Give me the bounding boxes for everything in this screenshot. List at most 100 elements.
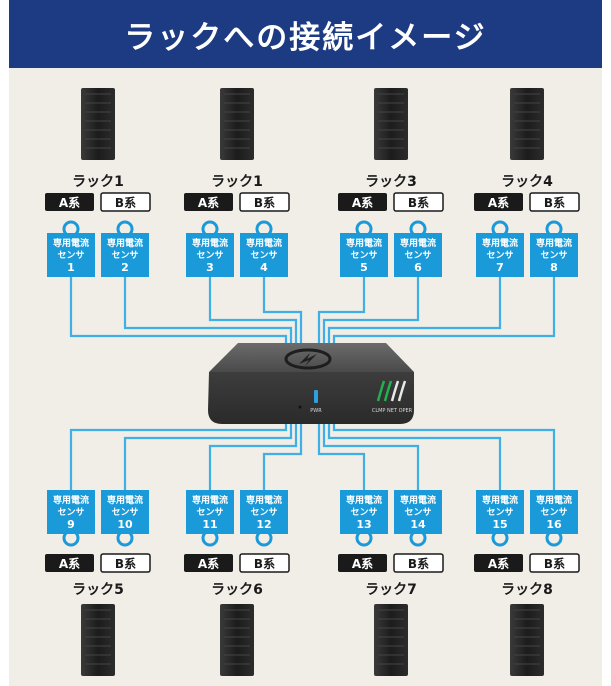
sensor-label-2: センサ xyxy=(196,507,223,518)
sensor-cable xyxy=(327,424,502,490)
bottom-rack-icon-4 xyxy=(510,604,544,676)
sensor-cable xyxy=(322,277,420,343)
sensor-label-1: 専用電流 xyxy=(400,494,436,506)
sensor-box xyxy=(476,490,524,534)
rack-name: ラック8 xyxy=(501,582,553,598)
top-rack-icon-3 xyxy=(374,88,408,160)
sensor-cable xyxy=(332,277,556,343)
sensor-number: 1 xyxy=(67,261,75,274)
sensor-label-2: センサ xyxy=(404,507,431,518)
badge-a: A系 xyxy=(45,554,94,572)
sensor-number: 15 xyxy=(492,518,507,531)
sensor-cable xyxy=(69,424,288,490)
sensor-label-2: センサ xyxy=(111,507,138,518)
badge-b: B系 xyxy=(393,553,444,573)
brand-logo-icon xyxy=(284,348,332,370)
sensor-label-1: 専用電流 xyxy=(246,237,282,249)
sensor-label-2: センサ xyxy=(540,250,567,261)
sensor-label-2: センサ xyxy=(196,250,223,261)
status-label: CLMP NET OPER xyxy=(372,408,413,414)
rack-name: ラック1 xyxy=(72,174,124,190)
badge-a: A系 xyxy=(474,554,523,572)
sensor-cable xyxy=(327,277,502,343)
monitoring-device: PWR CLMP NET OPER xyxy=(208,343,414,424)
sensor-box xyxy=(101,233,149,277)
badge-b: B系 xyxy=(239,553,290,573)
badge-a-label: A系 xyxy=(59,556,80,571)
sensor-box xyxy=(240,233,288,277)
badge-b-label: B系 xyxy=(254,556,275,571)
sensor-cable xyxy=(317,277,366,343)
top-rack-icon-4 xyxy=(510,88,544,160)
sensor-cable xyxy=(123,424,293,490)
rack-name: ラック4 xyxy=(501,174,553,190)
badge-a-label: A系 xyxy=(198,195,219,210)
badge-a: A系 xyxy=(45,193,94,211)
badge-a: A系 xyxy=(184,554,233,572)
badge-a-label: A系 xyxy=(198,556,219,571)
badge-b: B系 xyxy=(393,192,444,212)
badge-b-label: B系 xyxy=(408,556,429,571)
sensor-number: 7 xyxy=(496,261,504,274)
bottom-rack-icon-2 xyxy=(220,604,254,676)
sensor-cable xyxy=(208,424,298,490)
sensor-cable xyxy=(332,424,556,490)
sensor-label-1: 専用電流 xyxy=(53,237,89,249)
sensor-box xyxy=(47,490,95,534)
sensor-box xyxy=(530,490,578,534)
sensor-label-1: 専用電流 xyxy=(482,494,518,506)
badge-b-label: B系 xyxy=(544,556,565,571)
sensor-cable xyxy=(317,424,366,490)
sensor-label-2: センサ xyxy=(540,507,567,518)
sensor-box xyxy=(186,490,234,534)
badge-a-label: A系 xyxy=(59,195,80,210)
sensor-cable xyxy=(262,277,303,343)
badge-a-label: A系 xyxy=(352,556,373,571)
sensor-label-2: センサ xyxy=(404,250,431,261)
sensor-box xyxy=(47,233,95,277)
rack-name: ラック3 xyxy=(365,174,417,190)
reset-button-icon xyxy=(298,405,302,409)
sensor-label-2: センサ xyxy=(57,507,84,518)
sensor-number: 5 xyxy=(360,261,368,274)
page-title: ラックへの接続イメージ xyxy=(124,19,487,56)
sensor-label-1: 専用電流 xyxy=(107,237,143,249)
sensor-cable xyxy=(208,277,298,343)
sensor-box xyxy=(340,490,388,534)
badge-b-label: B系 xyxy=(254,195,275,210)
top-rack-icon-2 xyxy=(220,88,254,160)
pwr-led-icon xyxy=(314,390,318,403)
sensor-number: 11 xyxy=(202,518,217,531)
sensor-label-1: 専用電流 xyxy=(346,237,382,249)
rack-name: ラック7 xyxy=(365,582,417,598)
sensor-number: 8 xyxy=(550,261,558,274)
sensor-cable xyxy=(69,277,288,343)
sensor-number: 10 xyxy=(117,518,133,531)
sensor-label-1: 専用電流 xyxy=(192,494,228,506)
badge-b: B系 xyxy=(529,192,580,212)
sensor-label-2: センサ xyxy=(486,250,513,261)
sensor-cable xyxy=(262,424,303,490)
badge-b: B系 xyxy=(100,192,151,212)
sensor-box xyxy=(394,490,442,534)
